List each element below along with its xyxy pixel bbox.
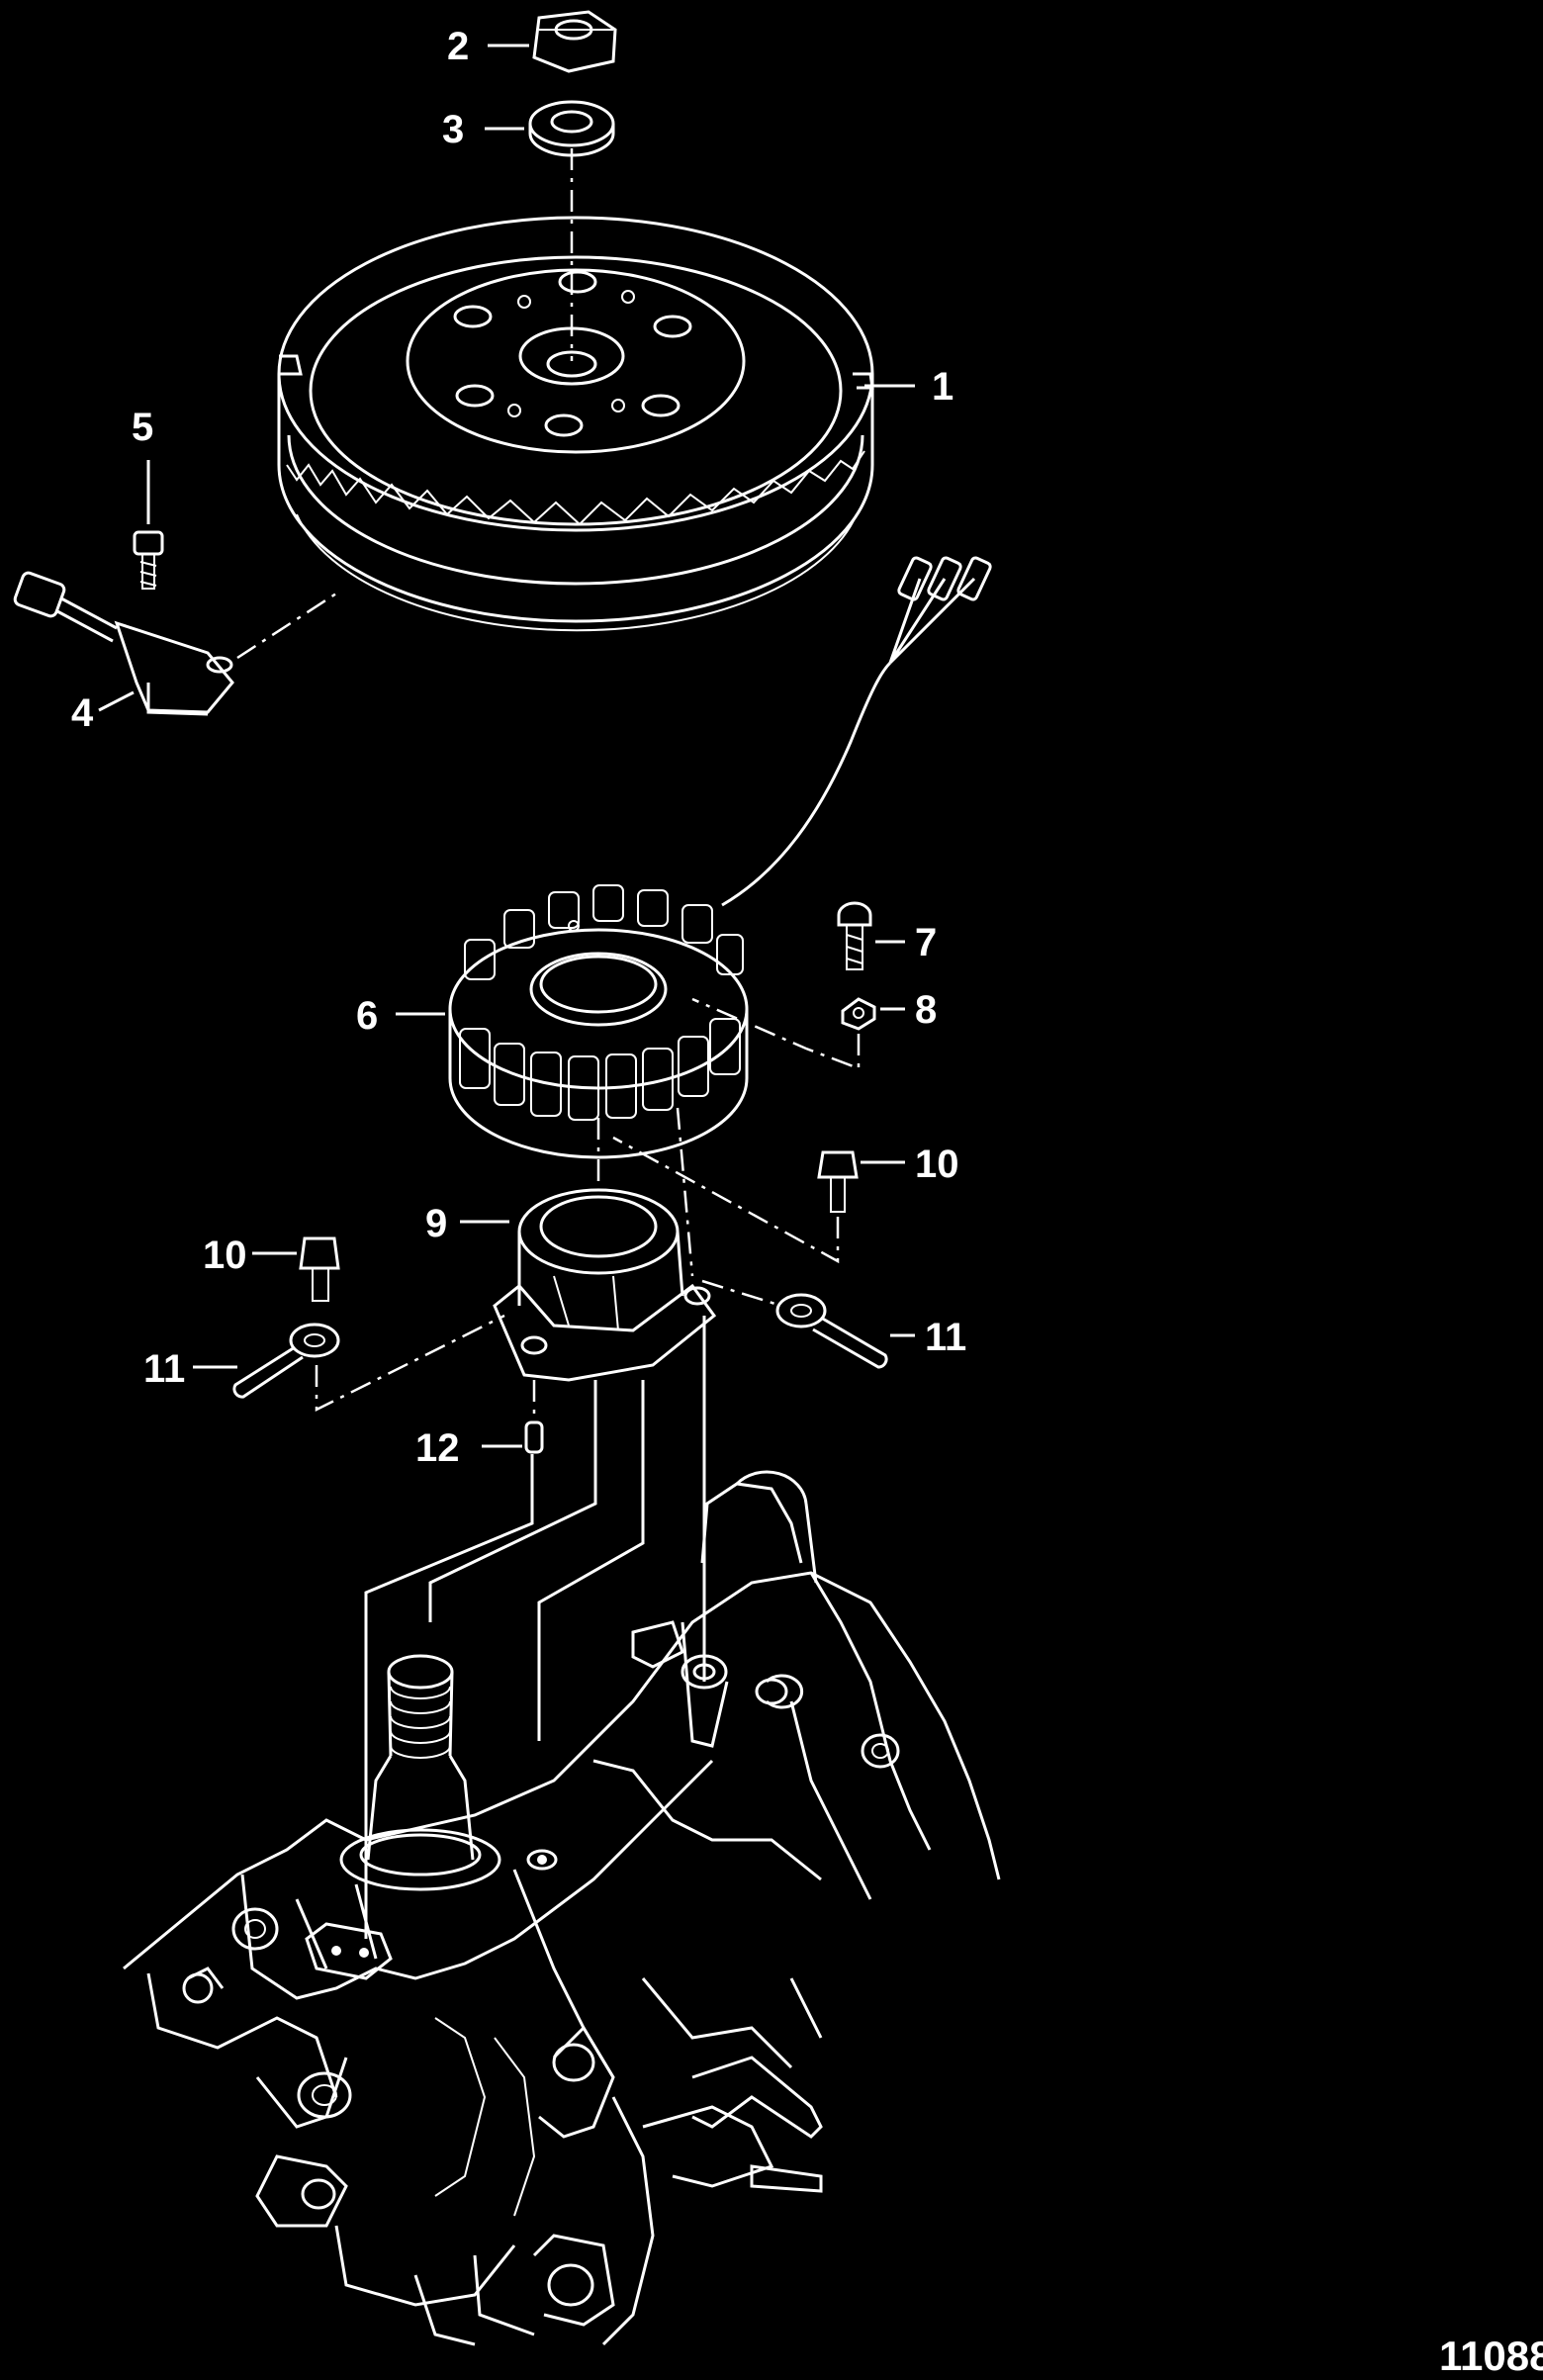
part-8-clip xyxy=(841,997,876,1031)
part-3-washer xyxy=(528,100,615,157)
part-1-flywheel xyxy=(277,216,874,632)
callout-4: 4 xyxy=(71,691,94,735)
callout-12: 12 xyxy=(415,1426,460,1470)
callout-3: 3 xyxy=(442,108,464,151)
callout-leaders xyxy=(98,44,915,1448)
callout-6: 6 xyxy=(356,994,378,1038)
part-9-stator-base xyxy=(493,1188,717,1382)
callout-10-right: 10 xyxy=(915,1143,959,1186)
axis-line-terminal-left xyxy=(315,1314,505,1413)
axis-line-sensor xyxy=(236,592,337,660)
part-10-screw-left xyxy=(299,1236,340,1302)
callout-labels: 2 3 1 5 4 6 7 8 10 9 10 11 11 12 11088 xyxy=(71,25,1543,2379)
assembly-guide-lines xyxy=(364,1316,706,1939)
callout-2: 2 xyxy=(447,25,469,68)
callout-8: 8 xyxy=(915,988,937,1032)
part-2-hex-nut xyxy=(532,10,617,73)
part-6-stator xyxy=(448,884,749,1159)
axis-line-clip xyxy=(691,997,861,1070)
part-5-screw xyxy=(133,530,164,590)
part-11-terminal-right xyxy=(775,1293,888,1369)
callout-1: 1 xyxy=(932,365,953,409)
axis-line-terminal-right xyxy=(701,1279,782,1308)
stator-wire-harness xyxy=(721,556,992,907)
part-4-trigger-sensor xyxy=(13,571,234,716)
part-11-terminal-left xyxy=(232,1323,340,1399)
callout-11-right: 11 xyxy=(925,1316,966,1359)
part-12-dowel-pin xyxy=(524,1420,544,1454)
callout-9: 9 xyxy=(425,1202,447,1245)
figure-reference-number: 11088 xyxy=(1439,2333,1543,2379)
callout-5: 5 xyxy=(132,406,153,449)
engine-block xyxy=(123,1470,1001,2346)
part-7-screw xyxy=(837,901,872,970)
callout-7: 7 xyxy=(915,921,937,964)
callout-11-left: 11 xyxy=(143,1347,185,1391)
callout-10-left: 10 xyxy=(203,1234,247,1277)
axis-line-base-right xyxy=(676,1107,694,1277)
part-10-screw-right xyxy=(817,1150,859,1213)
axis-line-screw-right xyxy=(612,1136,840,1264)
